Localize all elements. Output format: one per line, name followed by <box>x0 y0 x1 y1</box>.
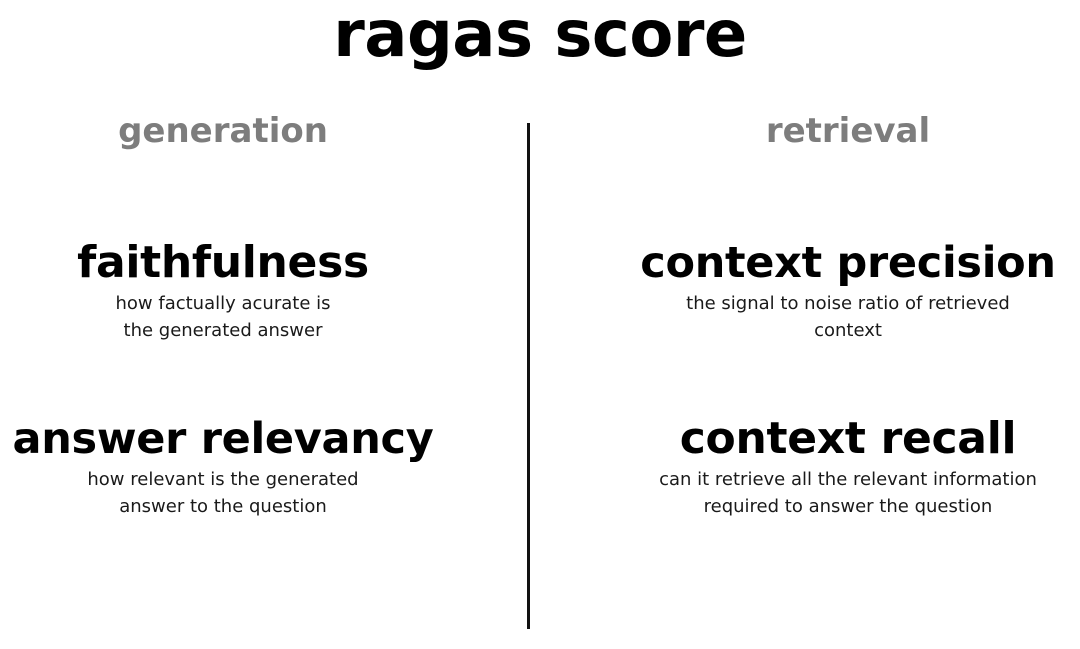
metric-answer-relevancy: answer relevancy how relevant is the gen… <box>0 412 446 520</box>
metric-name: faithfulness <box>77 237 369 288</box>
metric-name: context precision <box>640 238 1056 288</box>
metric-description: how relevant is the generated answer to … <box>87 469 359 517</box>
metric-name: answer relevancy <box>12 414 434 464</box>
metric-context-recall: context recall can it retrieve all the r… <box>620 412 1076 520</box>
generation-heading: generation <box>118 111 328 151</box>
retrieval-heading: retrieval <box>765 111 931 151</box>
metric-description: can it retrieve all the relevant informa… <box>659 469 1037 517</box>
metric-name: context recall <box>679 413 1017 464</box>
page-title: ragas score <box>333 0 747 72</box>
column-divider <box>527 123 530 629</box>
metric-faithfulness: faithfulness how factually acurate is th… <box>0 236 446 344</box>
metric-description: how factually acurate is the generated a… <box>115 293 331 341</box>
metric-context-precision: context precision the signal to noise ra… <box>620 236 1076 344</box>
metric-description: the signal to noise ratio of retrieved c… <box>686 293 1010 341</box>
